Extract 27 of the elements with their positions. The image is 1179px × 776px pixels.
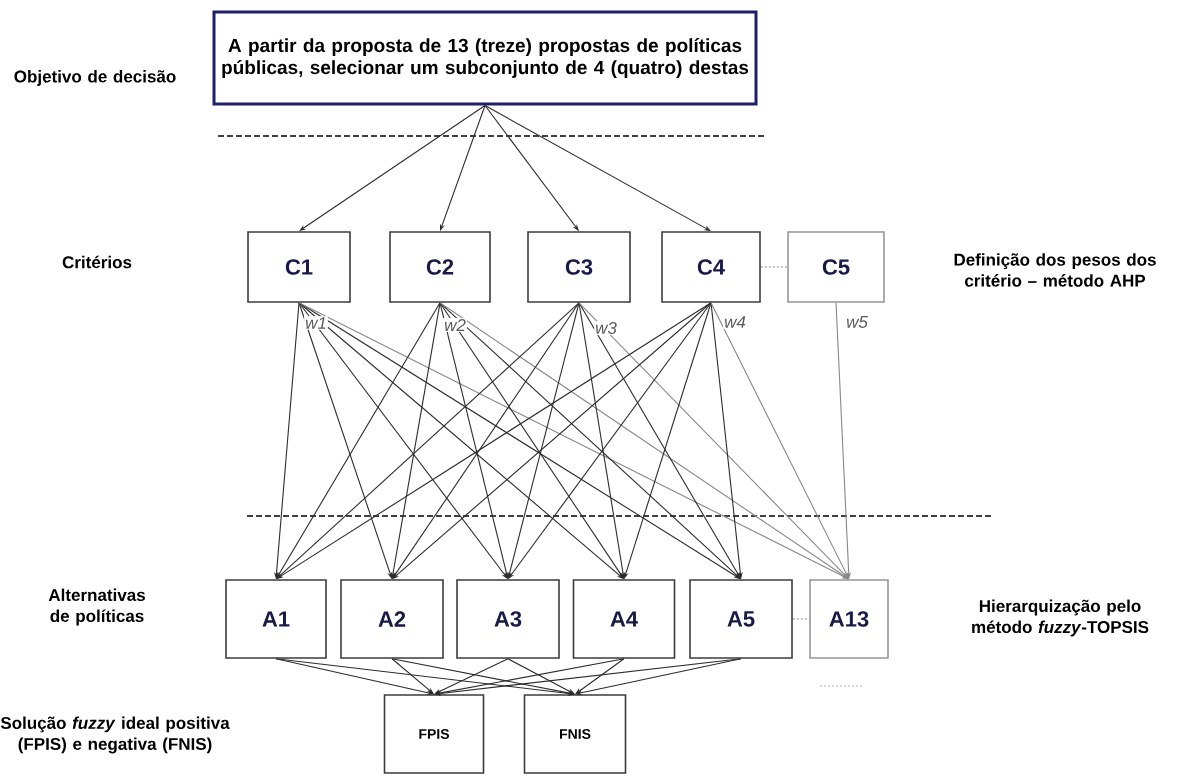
weight-label: w1 [304, 316, 328, 330]
goal-box: A partir da proposta de 13 (treze) propostas de políticas públicas, selecionar um subconjunto de 4 (quatro) destas [212, 10, 758, 106]
criterion-box: C2 [389, 231, 491, 303]
alternative-box: A2 [340, 579, 444, 659]
alternative-box: A1 [225, 579, 327, 659]
level-label: Critérios [62, 255, 132, 269]
criterion-box: C5 [787, 231, 885, 303]
weight-label: w2 [443, 318, 467, 332]
level-label: Alternativas de políticas [48, 588, 145, 626]
alternative-box: A4 [572, 579, 676, 659]
alternative-box: A3 [456, 579, 560, 659]
alternative-box: A5 [689, 579, 793, 659]
level-label: Solução fuzzy ideal positiva (FPIS) e negativa (FNIS) [0, 716, 230, 754]
criterion-box: C1 [247, 231, 351, 303]
weight-label: w4 [723, 315, 747, 329]
criterion-box: C4 [661, 231, 761, 303]
connector-line [760, 266, 788, 268]
arrow [434, 658, 509, 695]
solution-box: FPIS [383, 694, 485, 774]
solution-box: FNIS [523, 694, 627, 774]
alternative-box: A13 [809, 579, 889, 659]
weight-label: w5 [845, 315, 869, 329]
level-label: Hierarquização pelo método fuzzy-TOPSIS [972, 599, 1149, 637]
level-label: Definição dos pesos dos critério – método AHP [954, 253, 1156, 287]
criterion-box: C3 [527, 231, 631, 303]
level-label: Objetivo de decisão [14, 70, 176, 86]
connector-line [792, 618, 810, 620]
